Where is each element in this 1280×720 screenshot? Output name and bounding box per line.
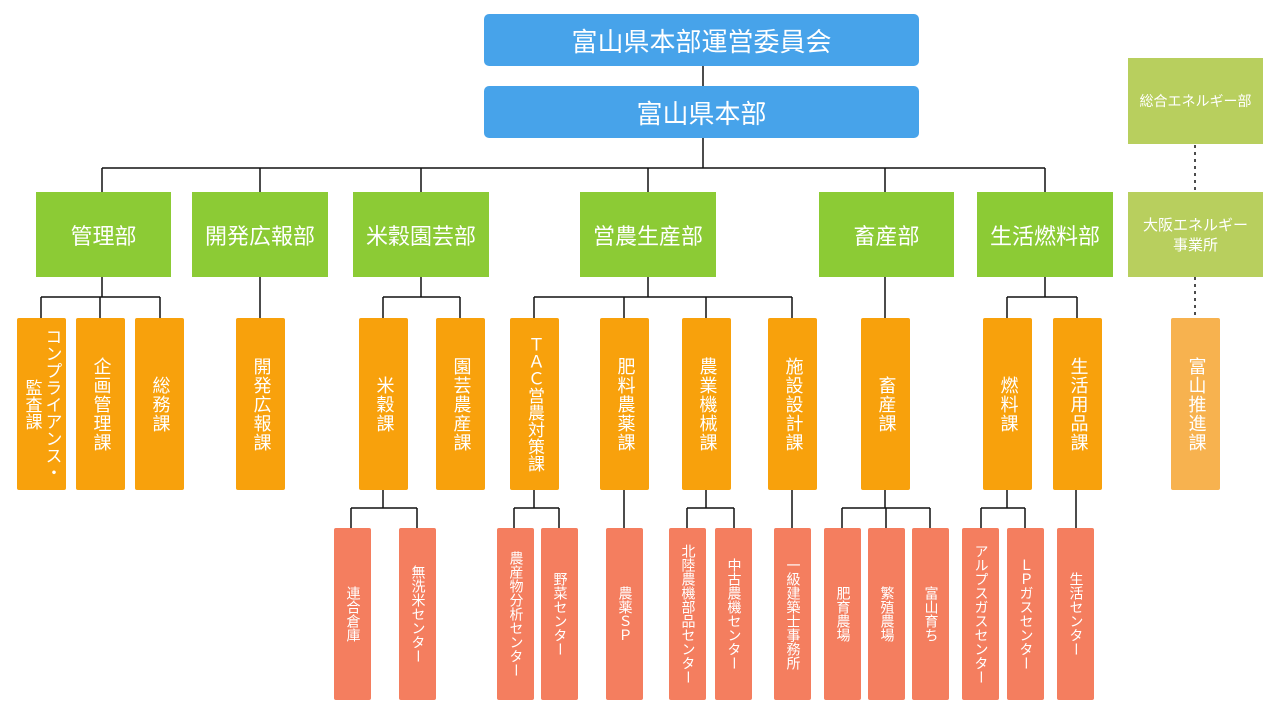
hq-box: 富山県本部 [484,86,919,138]
section-label: 企画管理課 [90,356,112,452]
dept-label: 生活燃料部 [989,224,1100,250]
center-lp-gas: ＬＰガスセンター [1007,528,1044,700]
section-hiryo-noyaku: 肥料農薬課 [600,318,649,490]
committee-box: 富山県本部運営委員会 [484,14,919,66]
section-label: ＴＡＣ営農対策課 [524,336,544,472]
section-engei-nosan: 園芸農産課 [436,318,485,490]
dept-label: 畜産部 [853,224,920,250]
center-musenmai: 無洗米センター [399,528,436,700]
section-kaihatsu-koho: 開発広報課 [236,318,285,490]
section-seikatsu-yohin: 生活用品課 [1053,318,1102,490]
toyama-promo-label: 富山推進課 [1185,356,1207,452]
section-kikaku-kanri: 企画管理課 [76,318,125,490]
center-label: 中古農機センター [725,558,742,670]
center-label: 連合倉庫 [344,586,361,642]
center-label: 野菜センター [551,572,568,656]
section-compliance: コンプライアンス・監査課 [17,318,66,490]
center-nosanbutsu-bunseki: 農産物分析センター [497,528,534,700]
section-somu: 総務課 [135,318,184,490]
dept-einou-seisan: 営農生産部 [580,192,716,277]
energy-dept-label: 総合エネルギー部 [1139,94,1252,110]
section-label: 園芸農産課 [450,356,472,452]
center-seikatsu: 生活センター [1057,528,1094,700]
center-hokuriku-noki-buhin: 北陸農機部品センター [669,528,706,700]
center-label: ＬＰガスセンター [1017,558,1034,670]
section-label: 開発広報課 [250,356,272,452]
section-label: 総務課 [149,375,171,433]
center-rengo-soko: 連合倉庫 [334,528,371,700]
section-label: コンプライアンス・監査課 [21,327,62,481]
section-chikusan: 畜産課 [861,318,910,490]
dept-seikatsu-nenryo: 生活燃料部 [977,192,1113,277]
center-noyaku-sp: 農薬ＳＰ [606,528,643,700]
center-label: 富山育ち [922,586,939,642]
section-shisetsu-sekkei: 施設設計課 [768,318,817,490]
osaka-office-label: 大阪エネルギー事業所 [1142,215,1248,254]
center-yasai: 野菜センター [541,528,578,700]
energy-dept-box: 総合エネルギー部 [1128,58,1263,144]
section-label: 農業機械課 [696,356,718,452]
section-label: 米穀課 [373,375,395,433]
center-chuko-noki: 中古農機センター [715,528,752,700]
section-label: 施設設計課 [782,356,804,452]
dept-label: 開発広報部 [204,224,315,250]
dept-kanri: 管理部 [36,192,171,277]
toyama-promo-box: 富山推進課 [1171,318,1220,490]
center-label: 北陸農機部品センター [679,544,696,684]
center-label: 無洗米センター [409,565,426,663]
center-label: 農薬ＳＰ [616,586,633,642]
section-label: 燃料課 [997,375,1019,433]
center-ikkyu-kenchikushi: 一級建築士事務所 [774,528,811,700]
section-label: 生活用品課 [1067,356,1089,452]
committee-label: 富山県本部運営委員会 [571,27,832,58]
section-nogyo-kikai: 農業機械課 [682,318,731,490]
dept-label: 管理部 [70,224,137,250]
dept-label: 米穀園芸部 [365,224,476,250]
center-hanshoku-nojo: 繁殖農場 [868,528,905,700]
center-label: 農産物分析センター [507,551,524,677]
center-label: 一級建築士事務所 [784,558,801,670]
osaka-office-box: 大阪エネルギー事業所 [1128,192,1263,277]
dept-kaihatsu-koho: 開発広報部 [192,192,328,277]
dept-beikoku-engei: 米穀園芸部 [353,192,489,277]
section-nenryo: 燃料課 [983,318,1032,490]
section-beikoku: 米穀課 [359,318,408,490]
section-tac: ＴＡＣ営農対策課 [510,318,559,490]
dept-chikusan: 畜産部 [819,192,954,277]
center-toyama-sodachi: 富山育ち [912,528,949,700]
center-alps-gas: アルプスガスセンター [962,528,999,700]
dept-label: 営農生産部 [592,224,703,250]
section-label: 畜産課 [875,375,897,433]
center-label: 生活センター [1067,572,1084,656]
hq-label: 富山県本部 [636,99,767,130]
center-hiiku-nojo: 肥育農場 [824,528,861,700]
section-label: 肥料農薬課 [614,356,636,452]
center-label: 肥育農場 [834,586,851,642]
center-label: 繁殖農場 [878,586,895,642]
center-label: アルプスガスセンター [972,544,989,684]
